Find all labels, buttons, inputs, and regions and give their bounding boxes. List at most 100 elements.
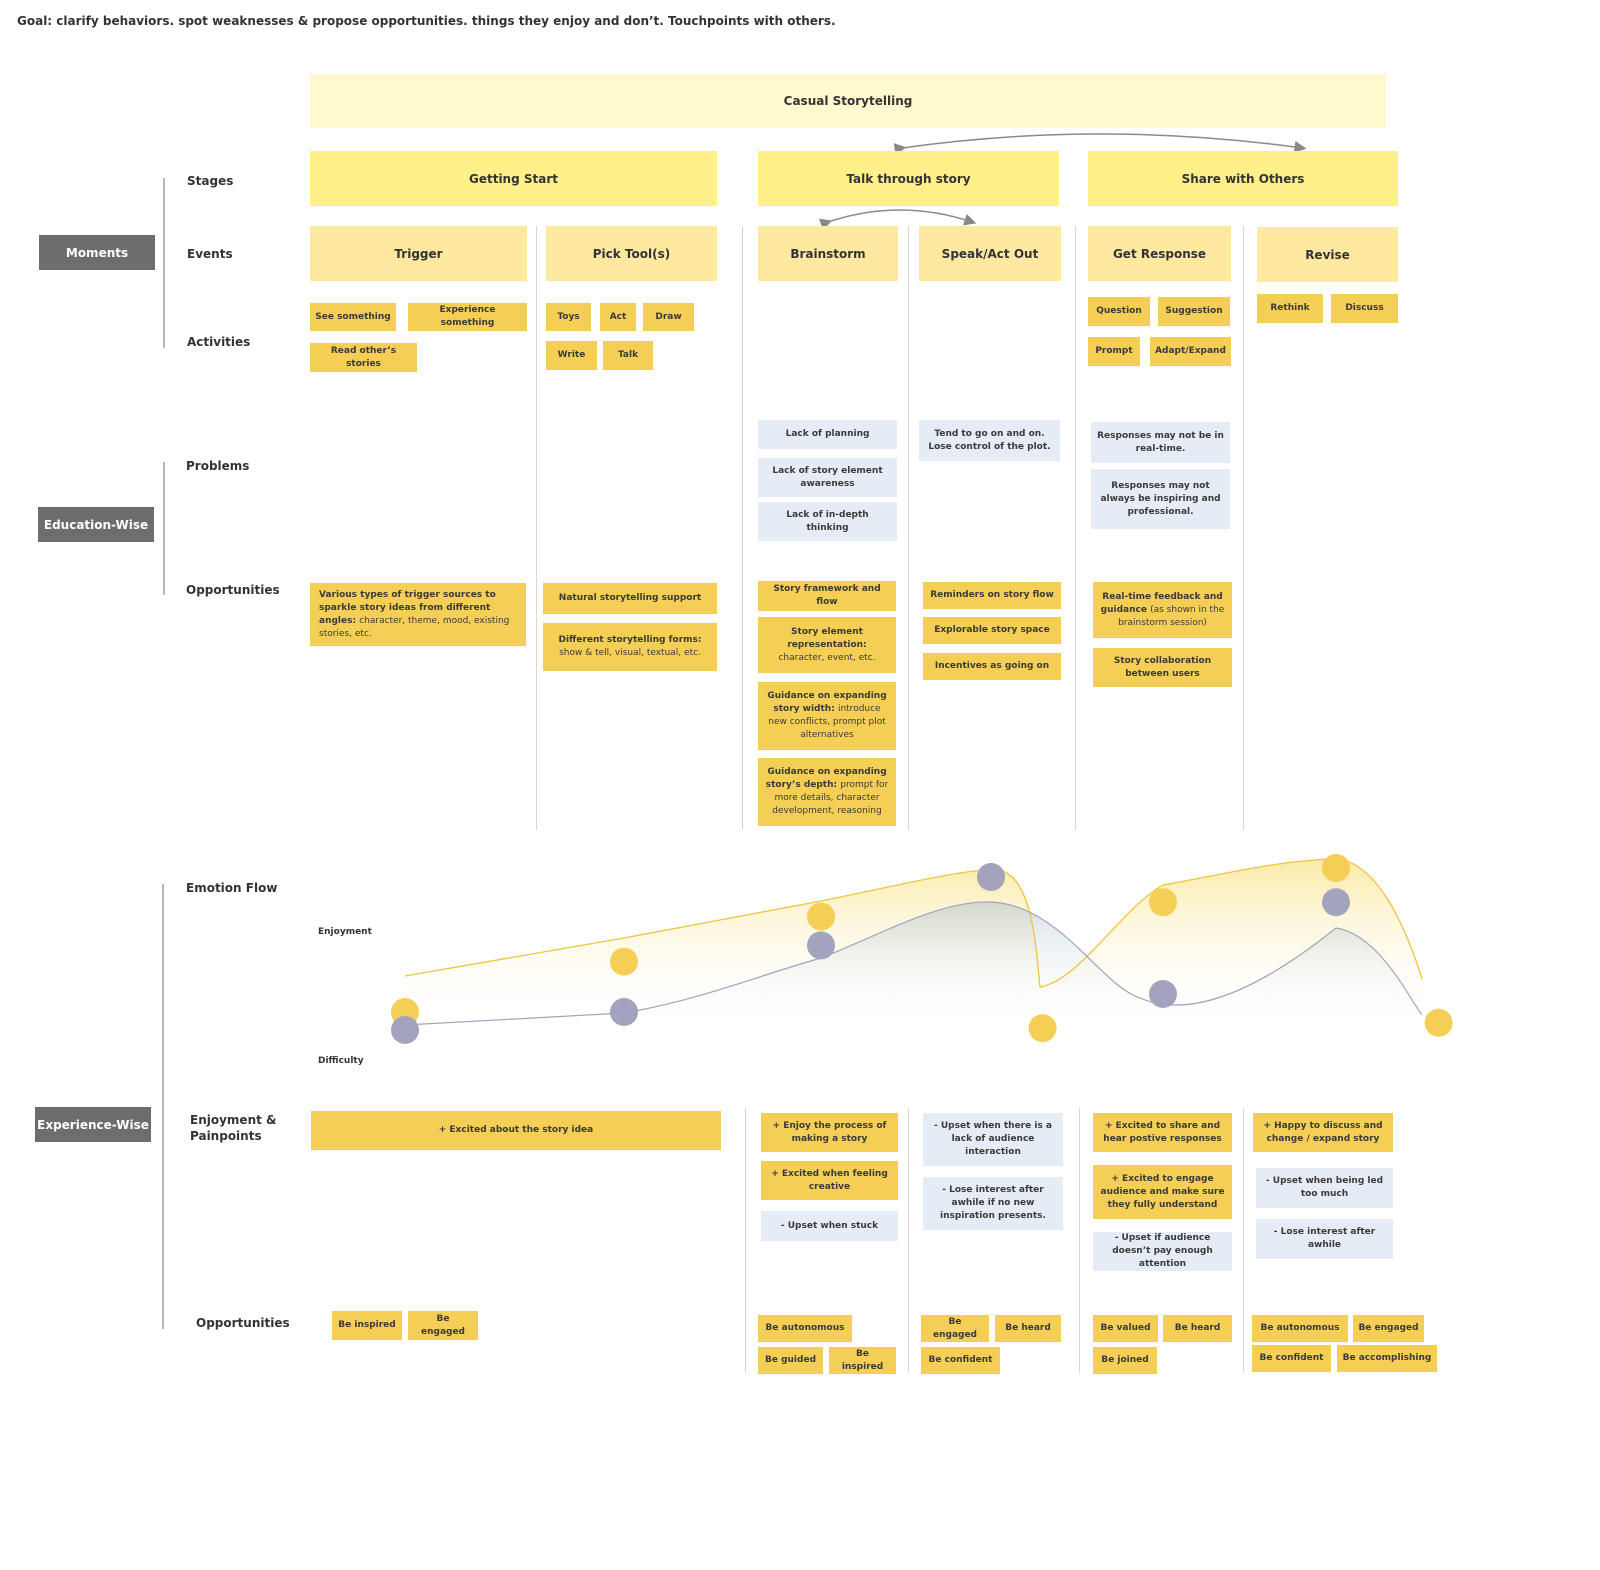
opportunity-note: Natural storytelling support	[543, 583, 717, 614]
divider-tools-brainstorm	[742, 226, 743, 830]
event-speak-act-out: Speak/Act Out	[919, 226, 1061, 281]
axis-label-difficulty: Difficulty	[318, 1056, 364, 1066]
enjoyment-line	[404, 858, 1423, 988]
need-note: Be heard	[1163, 1315, 1232, 1342]
journey-title: Casual Storytelling	[310, 74, 1386, 128]
event-revise: Revise	[1257, 227, 1398, 282]
need-note: Be heard	[995, 1315, 1061, 1342]
difficulty-point	[1322, 888, 1350, 917]
row-label-problems: Problems	[186, 459, 250, 473]
section-experience: Experience-Wise	[35, 1107, 151, 1142]
enjoyment-note: + Excited about the story idea	[311, 1111, 721, 1150]
enjoyment-note: + Excited when feeling creative	[761, 1161, 898, 1200]
enjoyment-note: + Happy to discuss and change / expand s…	[1253, 1113, 1393, 1152]
activity-note: Suggestion	[1158, 297, 1230, 326]
problem-note: Lack of story element awareness	[758, 458, 897, 497]
divider-response-revise	[1243, 226, 1244, 830]
opportunity-note: Various types of trigger sources to spar…	[310, 583, 526, 646]
row-label-opportunities-2: Opportunities	[196, 1316, 290, 1330]
problem-note: Responses may not be in real-time.	[1091, 422, 1230, 463]
enjoyment-note: + Excited to share and hear postive resp…	[1093, 1113, 1232, 1152]
problem-note: Lack of in-depth thinking	[758, 502, 897, 541]
activity-note: Discuss	[1331, 294, 1398, 323]
row-label-activities: Activities	[187, 335, 251, 349]
difficulty-point	[391, 1016, 419, 1044]
painpoint-note: - Upset when there is a lack of audience…	[923, 1113, 1063, 1166]
need-note: Be confident	[1252, 1345, 1331, 1372]
divider-speak-response	[1075, 226, 1076, 830]
activity-note: Experience something	[408, 303, 527, 331]
opportunity-note: Reminders on story flow	[923, 582, 1061, 609]
row-label-enjoyment-painpoints: Enjoyment & Painpoints	[190, 1113, 277, 1143]
activity-note: Prompt	[1088, 337, 1140, 366]
activity-note: Adapt/Expand	[1150, 337, 1231, 366]
divider-exp-2	[908, 1108, 909, 1373]
difficulty-point	[807, 931, 835, 960]
divider-exp-1	[745, 1108, 746, 1373]
divider-trigger-tools	[536, 226, 537, 830]
activity-note: Question	[1088, 297, 1150, 326]
opportunity-note: Story element representation: character,…	[758, 617, 896, 673]
need-note: Be engaged	[1353, 1315, 1424, 1342]
problem-note: Responses may not always be inspiring an…	[1091, 469, 1230, 529]
stage-arrows	[818, 133, 1307, 231]
opportunity-note: Story collaboration between users	[1093, 648, 1232, 687]
difficulty-points	[391, 863, 1350, 1044]
need-note: Be engaged	[408, 1311, 478, 1340]
axis-label-enjoyment: Enjoyment	[318, 927, 372, 937]
arrow-talk-share	[893, 133, 1307, 155]
painpoint-note: - Upset when being led too much	[1256, 1168, 1393, 1208]
activity-note: Talk	[603, 341, 653, 370]
event-get-response: Get Response	[1088, 226, 1231, 281]
activity-note: Read other’s stories	[310, 343, 417, 372]
stage-getting-start: Getting Start	[310, 151, 717, 206]
painpoint-note: - Upset when stuck	[761, 1211, 898, 1241]
enjoyment-note: + Enjoy the process of making a story	[761, 1113, 898, 1152]
event-trigger: Trigger	[310, 226, 527, 281]
activity-note: Draw	[643, 303, 694, 331]
enjoyment-point	[610, 947, 638, 976]
painpoint-note: - Upset if audience doesn’t pay enough a…	[1093, 1232, 1232, 1271]
activity-note: Write	[546, 341, 597, 370]
experience-bracket	[162, 884, 164, 1329]
goal-text: Goal: clarify behaviors. spot weaknesses…	[17, 14, 836, 28]
row-label-events: Events	[187, 247, 233, 261]
activity-note: Rethink	[1257, 294, 1323, 323]
event-pick-tools: Pick Tool(s)	[546, 226, 717, 281]
divider-brainstorm-speak	[908, 226, 909, 830]
need-note: Be engaged	[921, 1315, 989, 1342]
opportunity-note: Guidance on expanding story width: intro…	[758, 682, 896, 750]
need-note: Be autonomous	[758, 1315, 852, 1342]
enjoyment-point	[1028, 1014, 1057, 1043]
enjoyment-point	[1322, 854, 1350, 882]
activity-note: Act	[600, 303, 636, 331]
stage-share-with-others: Share with Others	[1088, 151, 1398, 206]
enjoyment-point	[1424, 1008, 1453, 1037]
opportunity-note: Explorable story space	[923, 617, 1061, 644]
enjoyment-point	[1149, 888, 1177, 917]
difficulty-point	[977, 863, 1005, 891]
need-note: Be accomplishing	[1337, 1345, 1437, 1372]
section-moments: Moments	[39, 235, 155, 270]
enjoyment-note: + Excited to engage audience and make su…	[1093, 1165, 1232, 1219]
difficulty-point	[610, 998, 638, 1026]
opportunity-note: Different storytelling forms: show & tel…	[543, 623, 717, 671]
education-bracket	[163, 462, 165, 595]
emotion-flow-chart	[391, 854, 1453, 1044]
problem-note: Lack of planning	[758, 420, 897, 449]
moments-bracket	[163, 178, 165, 348]
divider-exp-4	[1243, 1108, 1244, 1373]
row-label-emotion-flow: Emotion Flow	[186, 881, 278, 895]
need-note: Be joined	[1093, 1347, 1157, 1374]
problem-note: Tend to go on and on. Lose control of th…	[919, 420, 1060, 461]
opportunity-note: Guidance on expanding story’s depth: pro…	[758, 758, 896, 826]
row-label-stages: Stages	[187, 174, 234, 188]
painpoint-note: - Lose interest after awhile	[1256, 1219, 1393, 1259]
divider-exp-3	[1079, 1108, 1080, 1373]
need-note: Be confident	[921, 1347, 1000, 1374]
opportunity-note: Story framework and flow	[758, 581, 896, 611]
difficulty-area	[405, 901, 1422, 1025]
enjoyment-point	[807, 902, 835, 931]
activity-note: Toys	[546, 303, 591, 331]
opportunity-note: Real-time feedback and guidance (as show…	[1093, 582, 1232, 638]
